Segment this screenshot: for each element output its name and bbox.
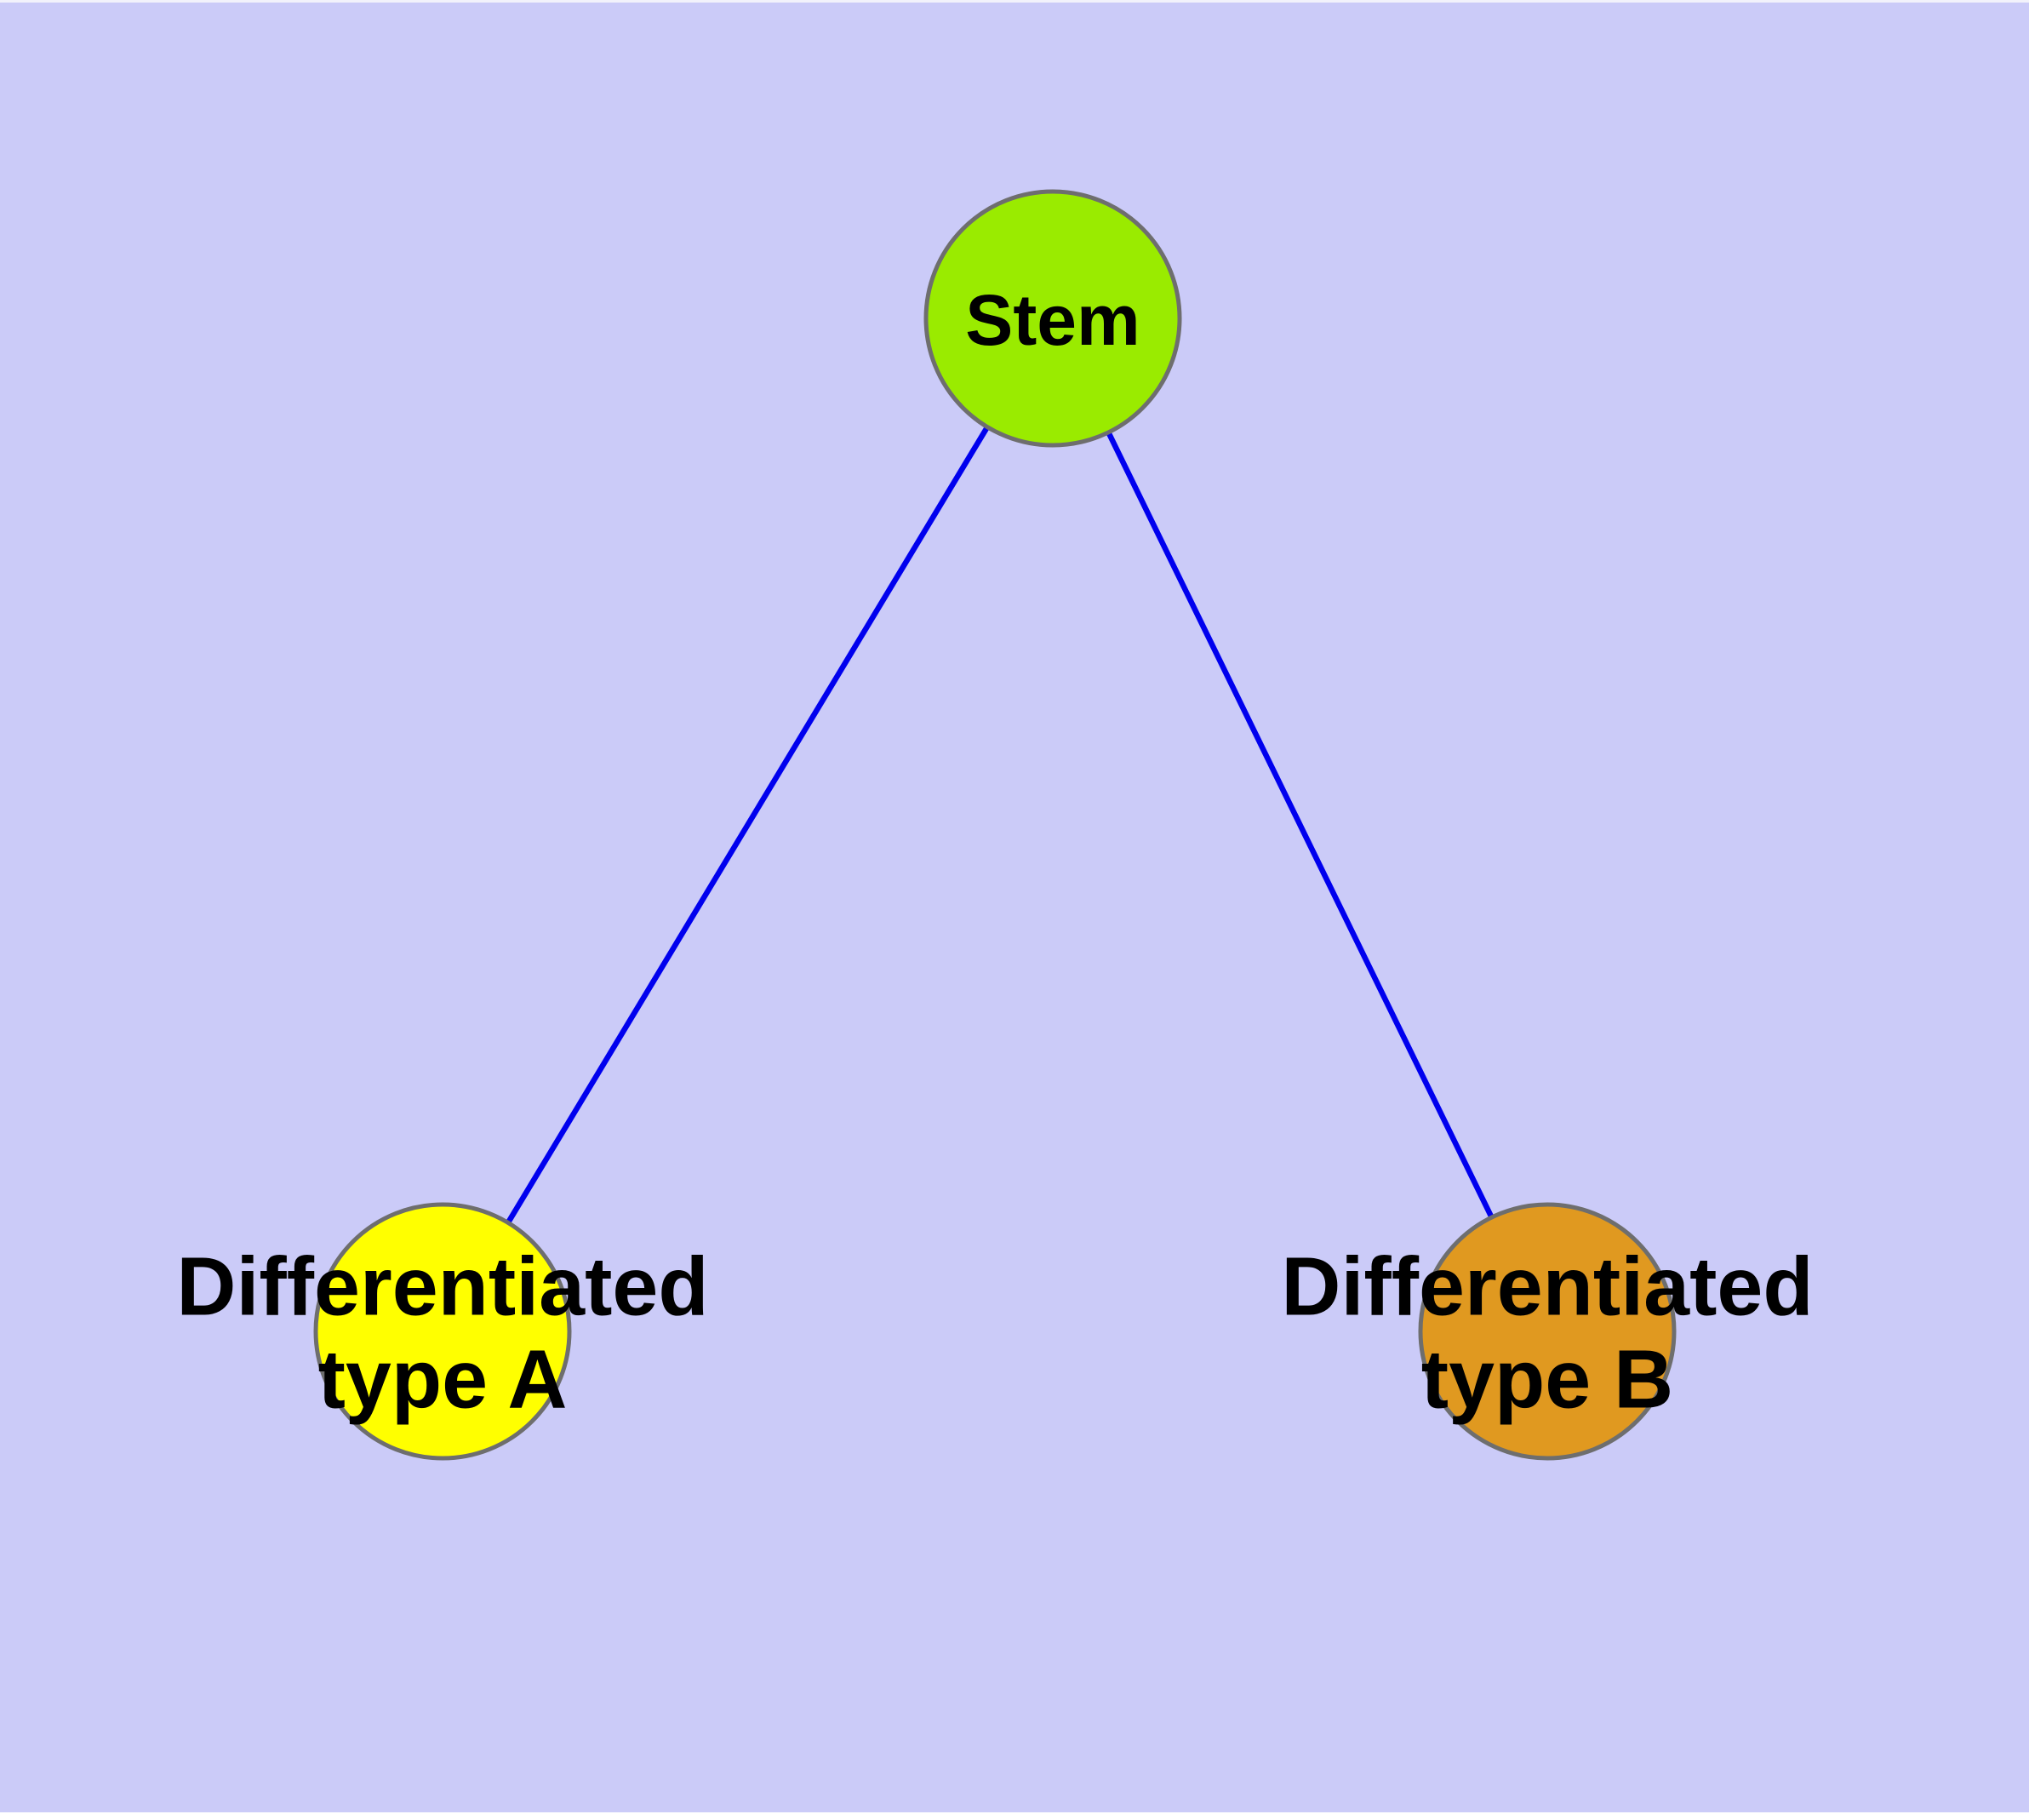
node-type-a-circle: [313, 1202, 572, 1461]
edge-stem-to-type-b: [1050, 317, 1550, 1333]
node-stem-circle: [923, 189, 1182, 448]
edge-stem-to-type-a: [440, 317, 1055, 1333]
top-edge-highlight: [0, 0, 2029, 3]
bottom-white-margin: [0, 1812, 2029, 1820]
node-type-b-circle: [1418, 1202, 1677, 1461]
